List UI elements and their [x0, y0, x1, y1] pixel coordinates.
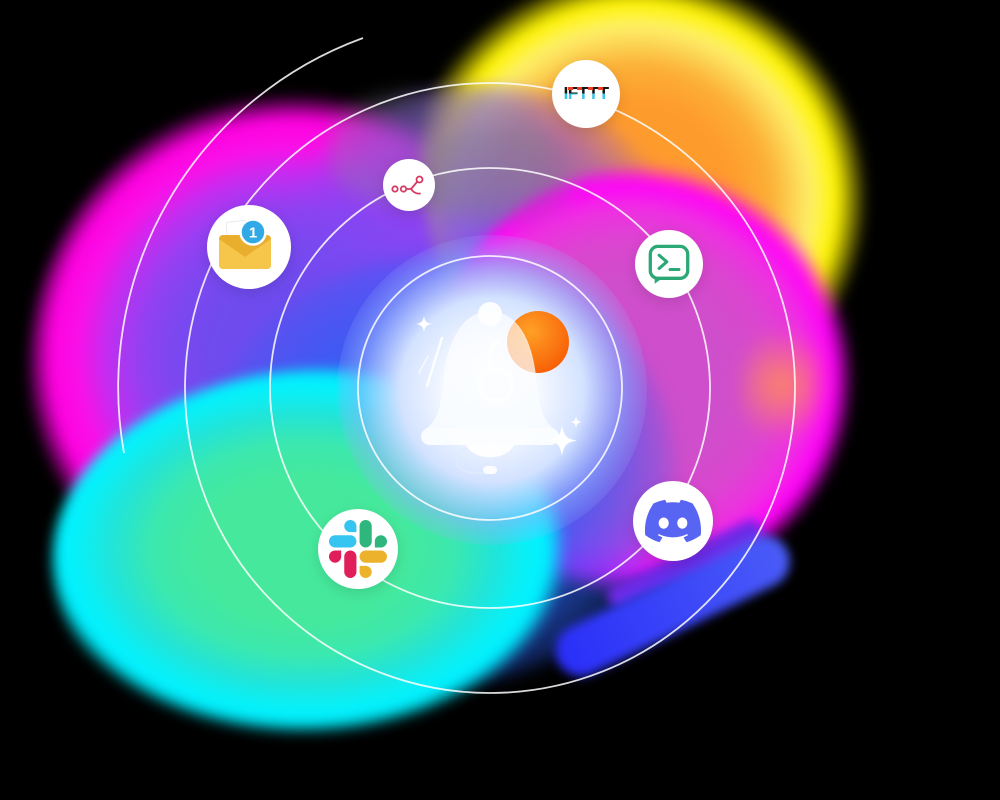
- slack-bubble: [318, 509, 398, 589]
- ifttt-bubble: IFTTT: [552, 60, 620, 128]
- sparkle-star: [570, 416, 582, 428]
- bell-logo-mark: [477, 340, 515, 404]
- bubble-tail: [654, 277, 664, 284]
- ifttt-red-tick: [568, 87, 574, 91]
- notification-bell-icon: [416, 302, 582, 474]
- slack-logo: [329, 520, 387, 578]
- sparkle-star: [547, 425, 577, 456]
- ifttt-red-tick: [598, 87, 604, 91]
- share-nodes-icon: [391, 175, 424, 195]
- gray-smudge: [420, 128, 570, 223]
- salmon-streak: [734, 311, 830, 459]
- ifttt-red-tick: [577, 87, 583, 91]
- unread-badge: [239, 219, 267, 246]
- ifttt-red-tick: [588, 87, 594, 91]
- envelope-front: [219, 239, 271, 269]
- discord-bubble: [633, 481, 713, 561]
- sparkle-star: [416, 316, 432, 332]
- share-bubble: [383, 159, 435, 211]
- bell-clapper-tab: [483, 466, 497, 474]
- sparkle-streak: [418, 355, 429, 374]
- email-envelope-icon: 1: [219, 219, 271, 269]
- unread-badge-count: 1: [249, 225, 257, 242]
- sparkle-streak: [425, 336, 444, 388]
- ifttt-logo: IFTTT: [563, 85, 608, 103]
- prompt-chevron: [657, 253, 669, 270]
- gray-smudge: [330, 92, 545, 207]
- email-bubble: 1: [207, 205, 291, 289]
- bell-lip: [421, 428, 559, 445]
- sparkles: [416, 316, 582, 456]
- discord-logo: [645, 499, 701, 543]
- ifttt-logo-text: IFTTT: [563, 83, 609, 104]
- bell-clapper: [466, 445, 514, 458]
- terminal-console-icon: [648, 244, 690, 284]
- terminal-bubble: [635, 230, 703, 298]
